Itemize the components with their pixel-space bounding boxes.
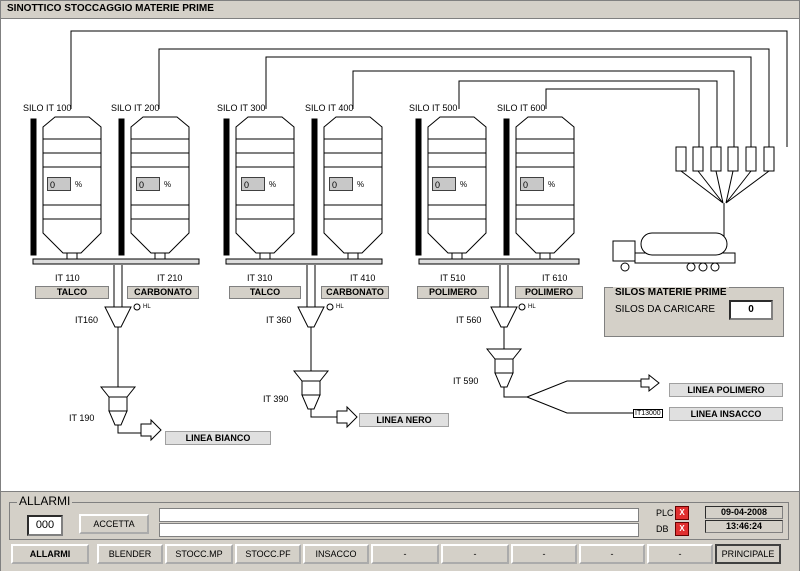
silo-outlet bbox=[259, 252, 271, 260]
valve-label-610: IT 610 bbox=[542, 273, 568, 283]
silos-da-caricare-value: 0 bbox=[729, 300, 773, 320]
silo-label-500: SILO IT 500 bbox=[409, 103, 458, 113]
material-plate-500: POLIMERO bbox=[417, 286, 489, 299]
nav-insacco[interactable]: INSACCO bbox=[303, 544, 369, 564]
nav-stocc-mp[interactable]: STOCC.MP bbox=[165, 544, 233, 564]
silo-level-200: 0 bbox=[136, 177, 160, 191]
nav-empty-2[interactable]: - bbox=[441, 544, 509, 564]
hopper-label-560: IT 560 bbox=[456, 315, 482, 325]
silo-level-600: 0 bbox=[520, 177, 544, 191]
alarm-message-line-2 bbox=[159, 523, 639, 537]
nav-empty-3[interactable]: - bbox=[511, 544, 577, 564]
silo-unit-200: % bbox=[164, 180, 172, 189]
valve-label-510: IT 510 bbox=[440, 273, 466, 283]
silo-level-500: 0 bbox=[432, 177, 456, 191]
hopper-label-360: IT 360 bbox=[266, 315, 292, 325]
silo-level-bar bbox=[415, 118, 422, 256]
date-display: 09-04-2008 bbox=[705, 506, 783, 519]
silos-materie-prime-panel: SILOS MATERIE PRIME SILOS DA CARICARE 0 bbox=[604, 287, 784, 337]
material-plate-600: POLIMERO bbox=[515, 286, 583, 299]
silo-unit-500: % bbox=[460, 180, 468, 189]
db-label: DB bbox=[656, 524, 669, 534]
alarm-message-line-1 bbox=[159, 508, 639, 522]
linea-bianco-plate: LINEA BIANCO bbox=[165, 431, 271, 445]
filter-label-190: IT 190 bbox=[69, 413, 95, 423]
silo-level-bar bbox=[30, 118, 37, 256]
alarms-title: ALLARMI bbox=[17, 494, 73, 508]
nav-allarmi[interactable]: ALLARMI bbox=[11, 544, 89, 564]
silos-panel-title: SILOS MATERIE PRIME bbox=[613, 287, 729, 298]
silo-outlet bbox=[154, 252, 166, 260]
silo-label-300: SILO IT 300 bbox=[217, 103, 266, 113]
hl-label-1: HL bbox=[143, 304, 151, 310]
hl-label-2: HL bbox=[336, 304, 344, 310]
linea-polimero-plate: LINEA POLIMERO bbox=[669, 383, 783, 397]
db-status-icon: X bbox=[675, 522, 689, 536]
alarm-counter: 000 bbox=[27, 515, 63, 536]
silo-label-600: SILO IT 600 bbox=[497, 103, 546, 113]
bottom-panel: ALLARMI 000 ACCETTA PLC DB X X 09-04-200… bbox=[1, 491, 799, 571]
valve-label-110: IT 110 bbox=[55, 273, 80, 283]
it13000-label: IT13000 bbox=[633, 409, 663, 418]
material-plate-100: TALCO bbox=[35, 286, 109, 299]
silo-label-100: SILO IT 100 bbox=[23, 103, 72, 113]
silo-unit-100: % bbox=[75, 180, 83, 189]
valve-label-410: IT 410 bbox=[350, 273, 376, 283]
silo-outlet bbox=[66, 252, 78, 260]
silo-outlet bbox=[347, 252, 359, 260]
valve-label-310: IT 310 bbox=[247, 273, 273, 283]
hopper-label-160: IT160 bbox=[75, 315, 99, 325]
filter-label-390: IT 390 bbox=[263, 394, 289, 404]
silo-level-bar bbox=[311, 118, 318, 256]
silo-level-400: 0 bbox=[329, 177, 353, 191]
silo-label-200: SILO IT 200 bbox=[111, 103, 160, 113]
silo-outlet bbox=[451, 252, 463, 260]
synoptic-diagram: SILO IT 100 SILO IT 200 SILO IT 300 SILO… bbox=[1, 19, 799, 491]
nav-principale[interactable]: PRINCIPALE bbox=[715, 544, 781, 564]
linea-nero-plate: LINEA NERO bbox=[359, 413, 449, 427]
material-plate-300: TALCO bbox=[229, 286, 301, 299]
time-display: 13:46:24 bbox=[705, 520, 783, 533]
silo-level-bar bbox=[223, 118, 230, 256]
nav-blender[interactable]: BLENDER bbox=[97, 544, 163, 564]
silo-outlet bbox=[539, 252, 551, 260]
plc-status-icon: X bbox=[675, 506, 689, 520]
silo-unit-300: % bbox=[269, 180, 277, 189]
silo-unit-600: % bbox=[548, 180, 556, 189]
silo-level-bar bbox=[503, 118, 510, 256]
nav-stocc-pf[interactable]: STOCC.PF bbox=[235, 544, 301, 564]
plc-label: PLC bbox=[656, 508, 674, 518]
silo-unit-400: % bbox=[357, 180, 365, 189]
nav-empty-5[interactable]: - bbox=[647, 544, 713, 564]
window-title: SINOTTICO STOCCAGGIO MATERIE PRIME bbox=[7, 3, 214, 14]
filter-label-590: IT 590 bbox=[453, 376, 479, 386]
silo-shapes bbox=[30, 116, 575, 260]
linea-insacco-plate: LINEA INSACCO bbox=[669, 407, 783, 421]
valve-label-210: IT 210 bbox=[157, 273, 183, 283]
alarms-frame bbox=[9, 502, 789, 540]
silo-level-300: 0 bbox=[241, 177, 265, 191]
material-plate-400: CARBONATO bbox=[321, 286, 389, 299]
process-drawing bbox=[30, 30, 788, 442]
silo-label-400: SILO IT 400 bbox=[305, 103, 354, 113]
material-plate-200: CARBONATO bbox=[127, 286, 199, 299]
silo-level-bar bbox=[118, 118, 125, 256]
accept-button[interactable]: ACCETTA bbox=[79, 514, 149, 534]
nav-empty-1[interactable]: - bbox=[371, 544, 439, 564]
title-bar: SINOTTICO STOCCAGGIO MATERIE PRIME bbox=[1, 1, 799, 19]
silo-level-100: 0 bbox=[47, 177, 71, 191]
nav-empty-4[interactable]: - bbox=[579, 544, 645, 564]
silos-da-caricare-label: SILOS DA CARICARE bbox=[615, 304, 716, 315]
hl-label-3: HL bbox=[528, 304, 536, 310]
